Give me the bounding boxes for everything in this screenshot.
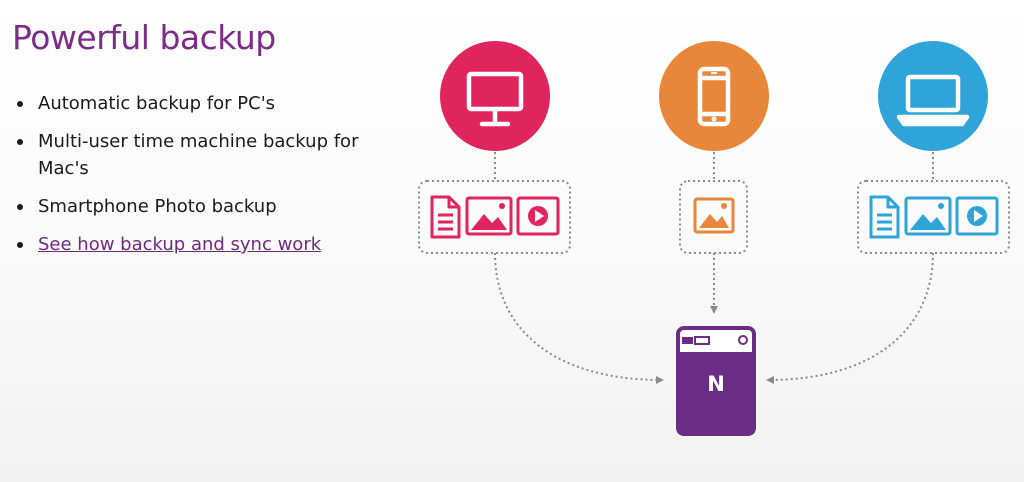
backup-sync-link[interactable]: See how backup and sync work <box>38 234 322 255</box>
feature-item-pc: Automatic backup for PC's <box>14 90 394 117</box>
photo-icon <box>465 196 513 236</box>
feature-item-mac: Multi-user time machine backup for Mac's <box>14 128 394 182</box>
smartphone-icon <box>697 66 731 127</box>
bullet-icon <box>17 101 23 107</box>
feature-list: Automatic backup for PC's Multi-user tim… <box>14 90 394 269</box>
feature-label: Smartphone Photo backup <box>38 196 277 217</box>
document-icon <box>430 195 461 239</box>
smartphone-file-box <box>679 180 748 254</box>
arrow-left <box>494 252 664 384</box>
video-icon <box>516 196 560 236</box>
device-connectors <box>494 152 934 181</box>
feature-item-smartphone: Smartphone Photo backup <box>14 193 394 220</box>
page-title: Powerful backup <box>12 18 276 57</box>
desktop-device <box>440 41 550 151</box>
laptop-device <box>878 41 988 151</box>
desktop-monitor-icon <box>466 71 524 127</box>
desktop-file-box <box>418 180 571 254</box>
nas-brand-letter: N <box>707 372 725 396</box>
photo-icon <box>693 197 735 234</box>
bullet-icon <box>17 242 23 248</box>
video-icon <box>955 196 999 236</box>
feature-label: Automatic backup for PC's <box>38 93 276 114</box>
arrow-right <box>766 252 934 384</box>
feature-label: Multi-user time machine backup for Mac's <box>38 131 359 179</box>
smartphone-device <box>659 41 769 151</box>
bullet-icon <box>17 204 23 210</box>
laptop-icon <box>896 74 970 127</box>
nas-device-icon: N <box>676 326 756 436</box>
nas-connectors <box>494 252 934 384</box>
feature-item-link: See how backup and sync work <box>14 231 394 258</box>
document-icon <box>869 195 900 239</box>
photo-icon <box>904 196 952 236</box>
bullet-icon <box>17 139 23 145</box>
laptop-file-box <box>857 180 1010 254</box>
